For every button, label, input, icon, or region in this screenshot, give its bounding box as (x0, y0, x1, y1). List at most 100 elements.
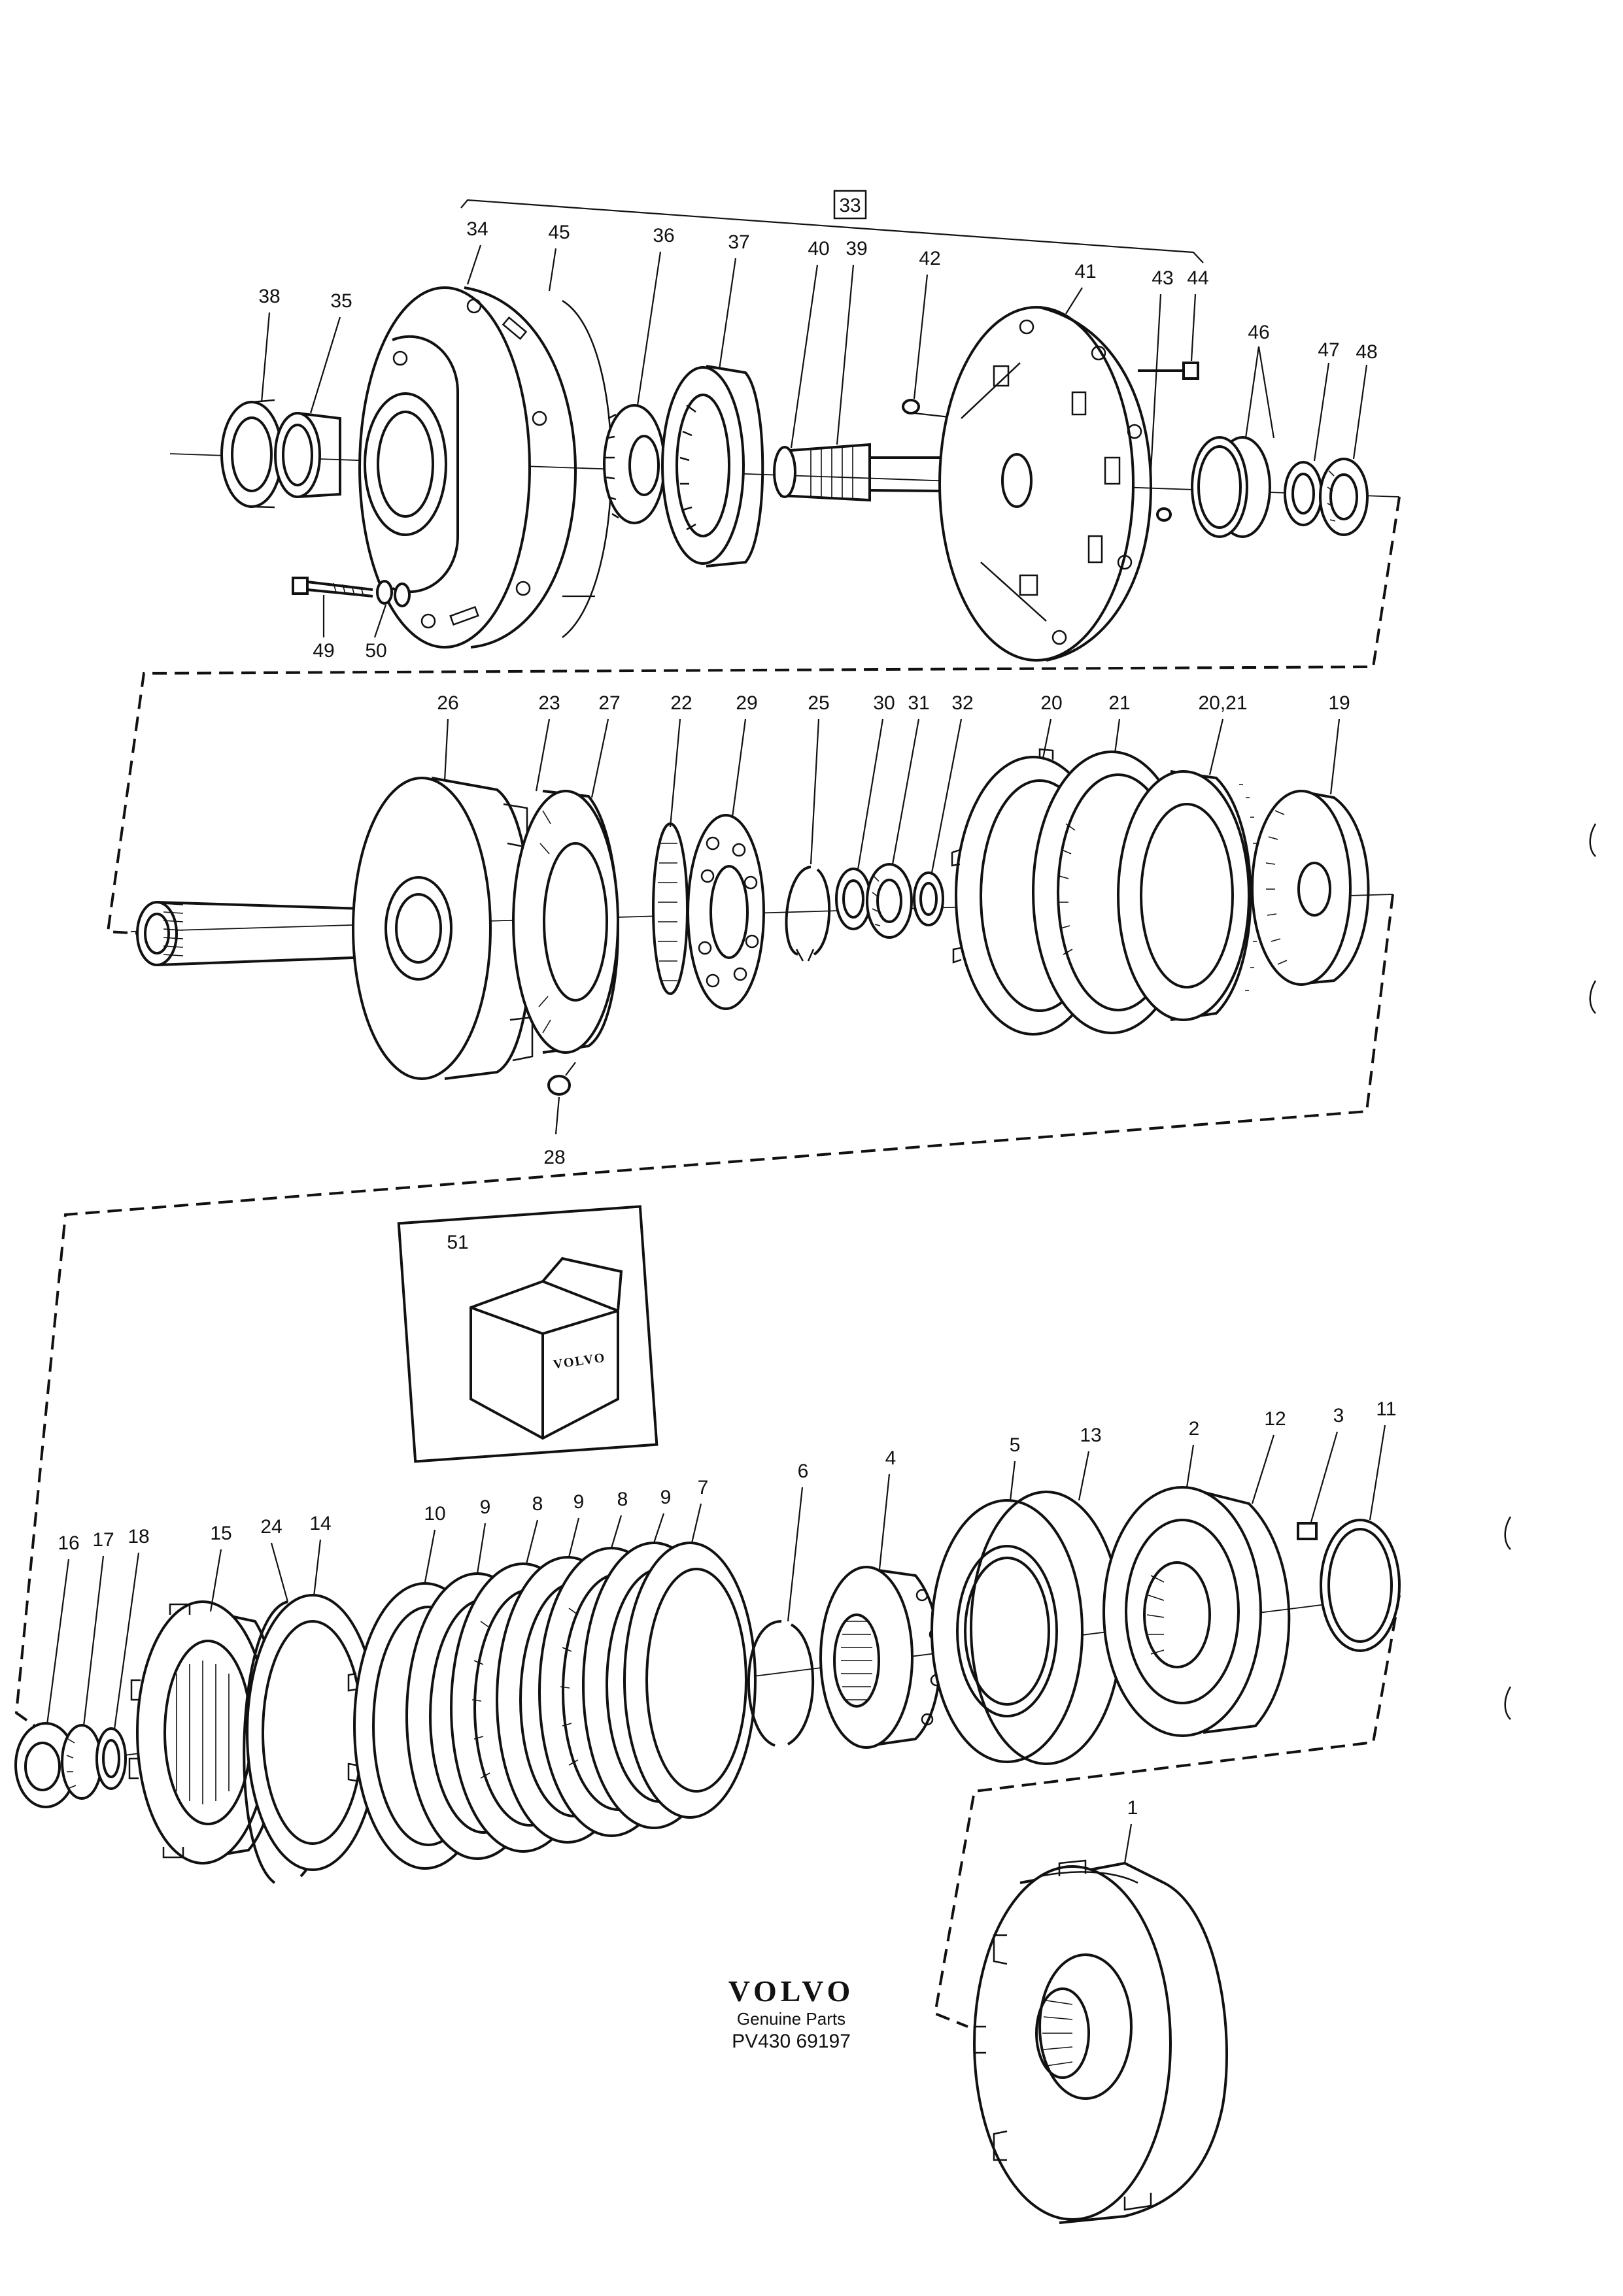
label-1: 1 (1127, 1797, 1138, 1819)
label-40: 40 (808, 238, 829, 260)
label-3: 3 (1333, 1405, 1344, 1427)
part-30-washer (835, 868, 872, 930)
label-46: 46 (1248, 322, 1269, 343)
label-29: 29 (736, 692, 757, 714)
label-26: 26 (437, 692, 458, 714)
label-18: 18 (128, 1526, 149, 1547)
label-4: 4 (885, 1447, 897, 1469)
top-row-labels: 34 45 36 37 40 39 42 41 43 44 38 35 46 4… (258, 218, 1377, 662)
label-38: 38 (258, 286, 280, 307)
bottom-row-labels: 10 9 8 9 8 9 7 6 4 5 13 2 12 3 11 16 17 … (46, 1398, 1397, 1864)
margin-marks (1504, 823, 1597, 1720)
group-33-bracket: 33 (460, 190, 1204, 263)
label-22: 22 (670, 692, 692, 714)
part-26-clutch-drum (136, 777, 540, 1080)
label-6: 6 (798, 1460, 809, 1482)
label-2: 2 (1189, 1418, 1200, 1440)
part-2-piston (1102, 1486, 1291, 1737)
label-37: 37 (728, 231, 749, 253)
dashed-link-bottom-part1 (933, 1595, 1401, 2028)
label-42: 42 (919, 248, 940, 269)
part-29-spring-retainer (687, 814, 765, 1010)
label-23: 23 (538, 692, 560, 714)
group-33-box (833, 190, 867, 220)
part-31-thrust-bearing (866, 863, 913, 939)
volvo-logo: VOLVO (728, 1974, 855, 2008)
part-5-piston-seal (931, 1499, 1084, 1763)
label-14: 14 (309, 1513, 331, 1534)
dashed-link-top-middle (106, 496, 1401, 935)
label-20: 20 (1040, 692, 1062, 714)
label-45: 45 (548, 222, 570, 243)
label-34: 34 (466, 218, 488, 240)
label-51: 51 (447, 1232, 468, 1253)
label-9b: 9 (573, 1491, 585, 1513)
part-3-plug (1297, 1522, 1318, 1540)
label-50: 50 (365, 640, 386, 662)
brand-block: VOLVO Genuine Parts PV430 69197 (706, 1974, 876, 2054)
label-36: 36 (653, 225, 674, 246)
part-32-washer (913, 871, 944, 926)
part-47-washer (1284, 461, 1323, 526)
label-43: 43 (1152, 267, 1173, 289)
part-20-21-clutch-pack (1117, 770, 1258, 1021)
label-16: 16 (58, 1532, 79, 1554)
part-7-clutch-plate (623, 1542, 757, 1819)
label-11: 11 (1376, 1398, 1396, 1420)
middle-row-labels: 26 23 27 22 29 25 30 31 32 20 21 20,21 1… (437, 692, 1350, 1168)
label-8a: 8 (532, 1493, 543, 1515)
part-22-springs (652, 822, 689, 995)
label-31: 31 (908, 692, 929, 714)
kit-box-icon: VOLVO (470, 1257, 623, 1440)
dashed-link-middle-bottom (14, 894, 1394, 1730)
label-21: 21 (1108, 692, 1130, 714)
label-32: 32 (951, 692, 973, 714)
top-row-assembly (169, 286, 1400, 662)
kit-51-box: 51 VOLVO (397, 1205, 658, 1463)
part-number: PV430 69197 (732, 2031, 851, 2052)
label-49: 49 (313, 640, 334, 662)
part-17-thrust-bearing (61, 1724, 103, 1800)
label-20-21: 20,21 (1198, 692, 1247, 714)
label-33: 33 (839, 195, 861, 216)
part-50-washer (376, 580, 411, 607)
label-10: 10 (424, 1503, 445, 1525)
label-47: 47 (1318, 339, 1339, 361)
bottom-row-assembly (14, 1486, 1401, 1884)
label-44: 44 (1187, 267, 1208, 289)
part-28-check-ball (547, 1075, 571, 1096)
label-30: 30 (873, 692, 895, 714)
part-49-bolt (292, 577, 373, 598)
part-46-sealing-rings (1191, 436, 1271, 538)
part-18-washer (95, 1727, 127, 1790)
part-34-pump-body (358, 286, 613, 649)
label-19: 19 (1328, 692, 1350, 714)
part-23-27-piston (512, 790, 619, 1054)
part-41-pump-cover (938, 306, 1153, 662)
label-25: 25 (808, 692, 829, 714)
label-48: 48 (1356, 341, 1377, 363)
part-43-44-bolt (1138, 362, 1199, 522)
label-5: 5 (1010, 1434, 1021, 1456)
label-35: 35 (330, 290, 352, 312)
part-36-inner-gear (603, 404, 666, 524)
part-48-thrust-bearing (1319, 458, 1369, 536)
label-12: 12 (1264, 1408, 1286, 1430)
label-7: 7 (698, 1477, 709, 1498)
label-13: 13 (1080, 1425, 1101, 1446)
middle-row-assembly (130, 748, 1393, 1096)
part-4-spring-retainer (819, 1566, 943, 1749)
part-35-bushing (274, 412, 341, 498)
label-24: 24 (260, 1516, 282, 1538)
label-17: 17 (92, 1529, 114, 1551)
part-1-clutch-housing (973, 1859, 1228, 2224)
label-27: 27 (598, 692, 620, 714)
part-25-snap-ring (785, 866, 831, 962)
label-39: 39 (846, 238, 867, 260)
part-11-o-ring (1320, 1519, 1401, 1652)
label-41: 41 (1074, 261, 1096, 282)
label-8b: 8 (617, 1489, 628, 1510)
label-9a: 9 (480, 1496, 491, 1518)
label-28: 28 (543, 1147, 565, 1168)
